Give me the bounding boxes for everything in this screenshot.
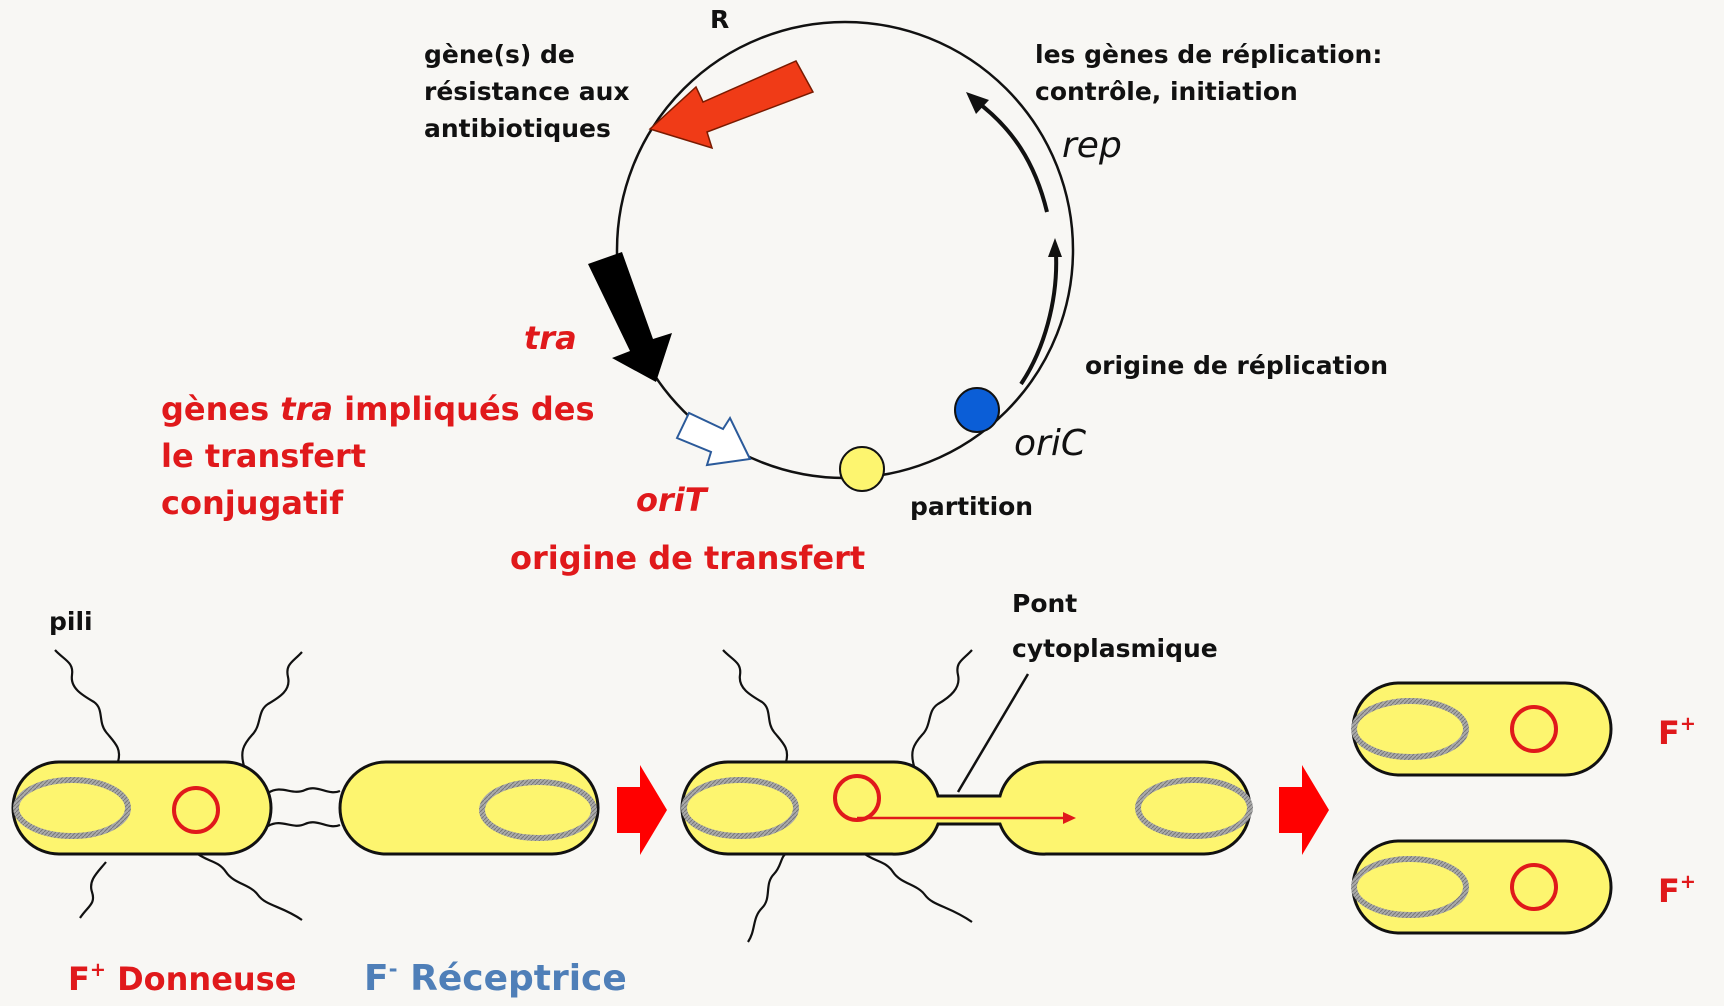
- mating-donor-plasmid: [833, 774, 881, 822]
- dna-transfer-arrowhead: [1063, 812, 1076, 824]
- conjugation-steps: pili F+ Donneuse F- Réceptrice Pont cyto…: [11, 589, 1696, 999]
- resistance-gene-arrow: [648, 60, 815, 150]
- R-label: R: [710, 5, 729, 34]
- result-cell-top: [1351, 681, 1613, 777]
- partition-dot: [839, 446, 885, 492]
- pilus: [267, 787, 341, 794]
- plasmid-circle: [615, 20, 1075, 480]
- result-bottom-plasmid: [1510, 863, 1558, 911]
- donor-chromosome: [13, 777, 131, 839]
- mating-donor-chromosome: [681, 777, 799, 839]
- result-bottom-label: F+: [1658, 870, 1696, 910]
- pilus: [194, 851, 303, 921]
- pilus: [54, 649, 121, 763]
- pilus: [722, 649, 789, 763]
- replication-genes-label-1: les gènes de réplication:: [1035, 40, 1382, 69]
- oriC-arrow: [1019, 253, 1059, 386]
- mating-pili: [722, 649, 973, 943]
- donor-pili: [54, 649, 341, 921]
- result-cell-bottom: [1351, 839, 1613, 935]
- result-top-chromosome: [1351, 698, 1469, 760]
- ori-replication-label: origine de réplication: [1085, 351, 1388, 380]
- donor-cell: [11, 760, 273, 856]
- step-arrow-1: [617, 765, 667, 855]
- recipient-chromosome: [479, 779, 597, 841]
- pilus: [267, 821, 341, 828]
- tra-desc-line2: le transfert: [161, 437, 366, 475]
- mating-pair-cells: [680, 760, 1252, 856]
- donor-plasmid: [172, 786, 220, 834]
- pont-label-1: Pont: [1012, 589, 1077, 618]
- oriC-label: oriC: [1014, 423, 1087, 464]
- rep-arrow-long-head: [966, 92, 989, 114]
- donor-label: F+ Donneuse: [68, 958, 296, 998]
- tra-desc-line1: gènes tra impliqués des: [161, 390, 594, 428]
- mating-recipient-chromosome: [1135, 777, 1253, 839]
- recipient-cell: [338, 760, 600, 856]
- result-top-plasmid: [1510, 705, 1558, 753]
- replication-genes-label-2: contrôle, initiation: [1035, 77, 1298, 106]
- resistance-label-3: antibiotiques: [424, 114, 611, 143]
- pilus: [911, 649, 973, 767]
- partition-label: partition: [910, 492, 1033, 521]
- recipient-label: F- Réceptrice: [364, 957, 627, 999]
- rep-arrow-long: [974, 99, 1049, 213]
- rep-label: rep: [1062, 125, 1122, 166]
- oriT-desc-label: origine de transfert: [510, 539, 865, 577]
- pont-label-2: cytoplasmique: [1012, 634, 1218, 663]
- tra-gene-arrow: [588, 252, 672, 382]
- pilus: [79, 861, 107, 919]
- oriC-dot: [954, 387, 1000, 433]
- pont-pointer-line: [956, 673, 1030, 793]
- pili-label: pili: [49, 607, 93, 636]
- oriT-arrow: [675, 411, 752, 467]
- pilus: [241, 651, 303, 767]
- tra-desc-line3: conjugatif: [161, 484, 344, 522]
- step-arrow-2: [1279, 765, 1329, 855]
- tra-label: tra: [524, 319, 577, 357]
- pilus: [861, 851, 973, 923]
- pilus: [747, 851, 789, 943]
- resistance-label-1: gène(s) de: [424, 40, 575, 69]
- resistance-label-2: résistance aux: [424, 77, 630, 106]
- oriT-label: oriT: [636, 481, 709, 519]
- result-top-label: F+: [1658, 712, 1696, 752]
- result-bottom-chromosome: [1351, 856, 1469, 918]
- oriC-arrow-head: [1048, 238, 1062, 257]
- plasmid-map: R gène(s) de résistance aux antibiotique…: [161, 5, 1388, 577]
